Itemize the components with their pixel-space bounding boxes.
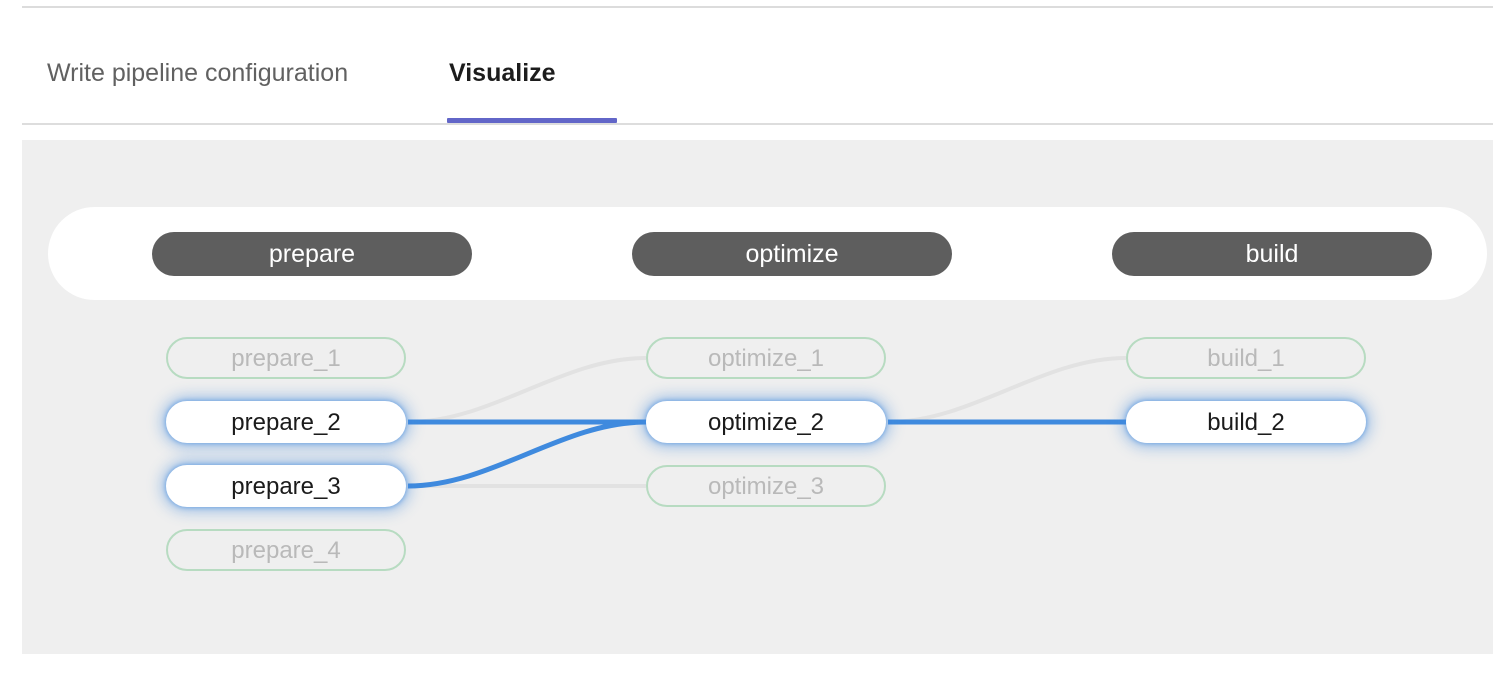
job-node-prepare_2[interactable]: prepare_2: [166, 401, 406, 443]
tab-visualize[interactable]: Visualize: [449, 56, 556, 90]
stage-pill-optimize[interactable]: optimize: [632, 232, 952, 276]
stage-header-bar: prepare optimize build: [48, 207, 1487, 300]
job-node-optimize_1[interactable]: optimize_1: [646, 337, 886, 379]
job-node-prepare_3[interactable]: prepare_3: [166, 465, 406, 507]
stage-pill-prepare[interactable]: prepare: [152, 232, 472, 276]
pipeline-graph-canvas[interactable]: prepare optimize build prepare_1 prepare…: [22, 140, 1493, 654]
job-node-prepare_1[interactable]: prepare_1: [166, 337, 406, 379]
page-top-divider: [22, 6, 1493, 8]
tab-bar: Write pipeline configuration Visualize: [22, 40, 1493, 125]
job-node-prepare_4[interactable]: prepare_4: [166, 529, 406, 571]
tab-write-pipeline-configuration[interactable]: Write pipeline configuration: [47, 56, 348, 90]
job-node-optimize_2[interactable]: optimize_2: [646, 401, 886, 443]
edge-optimize_2-build_1: [887, 356, 1127, 424]
stage-pill-build[interactable]: build: [1112, 232, 1432, 276]
edge-prepare_3-optimize_2: [407, 419, 647, 489]
job-node-build_2[interactable]: build_2: [1126, 401, 1366, 443]
edge-prepare_2-optimize_1: [407, 356, 647, 424]
tab-active-indicator: [447, 118, 617, 123]
job-node-optimize_3[interactable]: optimize_3: [646, 465, 886, 507]
job-node-build_1[interactable]: build_1: [1126, 337, 1366, 379]
